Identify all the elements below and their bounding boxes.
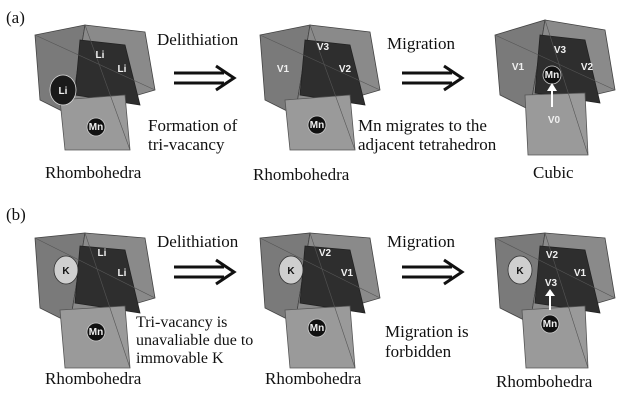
- atom-a2-bottom-label: Mn: [310, 120, 324, 131]
- atom-a1-bottom-label: Mn: [89, 122, 103, 133]
- atom-b1-bottom: [86, 322, 106, 342]
- arrow-a1-note-line2: tri-vacancy: [148, 135, 225, 154]
- arrow-b2-note-line2: forbidden: [385, 342, 452, 361]
- atom-a2-bottom: [307, 115, 327, 135]
- atom-b2-bottom-label: Mn: [310, 323, 324, 334]
- atom-a3-bottom-label: V0: [548, 115, 561, 126]
- arrow-b1-note-line3: immovable K: [136, 350, 224, 367]
- arrow-b1-note-line2: unavaliable due to: [136, 332, 254, 349]
- atom-a1-big: [49, 74, 77, 106]
- arrow-b1-note-line1: Tri-vacancy is: [136, 314, 228, 331]
- caption-b1: Rhombohedra: [45, 369, 142, 388]
- atom-b3-side-label: V1: [574, 268, 587, 279]
- atom-b2-big: [278, 255, 304, 285]
- double-arrow-icon: [402, 258, 465, 286]
- structure-a2: V1 V3 V2 Mn: [259, 24, 381, 151]
- double-arrow-icon: [174, 258, 237, 286]
- atom-a2-big-label: V1: [277, 64, 290, 75]
- arrow-b1-label: Delithiation: [157, 232, 239, 251]
- caption-a1: Rhombohedra: [45, 163, 142, 182]
- arrow-a1-label: Delithiation: [157, 30, 239, 49]
- atom-b2-top-label: V2: [319, 248, 332, 259]
- atom-a1-side-label: Li: [118, 64, 127, 75]
- caption-b2: Rhombohedra: [265, 369, 362, 388]
- double-arrow-icon: [402, 64, 465, 92]
- atom-a3-top-label: V3: [554, 45, 567, 56]
- atom-a1-top-label: Li: [96, 50, 105, 61]
- caption-b3: Rhombohedra: [496, 372, 593, 391]
- atom-b3-bottom-label: Mn: [543, 319, 557, 330]
- atom-a3-side-label: V2: [581, 62, 594, 73]
- arrow-a1-note-line1: Formation of: [148, 116, 238, 135]
- atom-a3-mid-label: Mn: [545, 70, 559, 81]
- atom-b2-side-label: V1: [341, 268, 354, 279]
- atom-b3-big-label: K: [516, 266, 524, 277]
- panel-b-label: (b): [6, 205, 26, 224]
- atom-a1-bottom: [86, 117, 106, 137]
- atom-a2-top-label: V3: [317, 42, 330, 53]
- arrow-b2-label: Migration: [387, 232, 455, 251]
- atom-b3-mid-label: V3: [545, 278, 558, 289]
- atom-b1-side-label: Li: [118, 268, 127, 279]
- caption-a2: Rhombohedra: [253, 165, 350, 184]
- structure-a1: Li Li Li Mn: [34, 24, 156, 151]
- atom-b1-big-label: K: [62, 266, 70, 277]
- atom-b2-big-label: K: [287, 266, 295, 277]
- arrow-b2-note-line1: Migration is: [385, 322, 469, 341]
- arrow-a2-note-line2: adjacent tetrahedron: [358, 135, 497, 154]
- structure-b3: K V2 V1 V3 Mn: [494, 232, 616, 369]
- arrow-a2-label: Migration: [387, 34, 455, 53]
- atom-b1-top-label: Li: [98, 248, 107, 259]
- structure-a3: V1 V3 V2 Mn V0: [494, 19, 616, 156]
- atom-a1-big-label: Li: [59, 86, 68, 97]
- caption-a3: Cubic: [533, 163, 574, 182]
- atom-b3-big: [507, 255, 533, 285]
- atom-b3-top-label: V2: [546, 250, 559, 261]
- double-arrow-icon: [174, 64, 237, 92]
- atom-b2-bottom: [307, 318, 327, 338]
- atom-a3-big-label: V1: [512, 62, 525, 73]
- arrow-a2-note-line1: Mn migrates to the: [358, 116, 487, 135]
- atom-b1-bottom-label: Mn: [89, 327, 103, 338]
- structure-b1: K Li Li Mn: [34, 232, 156, 369]
- atom-a2-side-label: V2: [339, 64, 352, 75]
- atom-b1-big: [53, 255, 79, 285]
- atom-b3-bottom: [540, 314, 560, 334]
- panel-a-label: (a): [6, 8, 25, 27]
- structure-b2: K V2 V1 Mn: [259, 232, 381, 369]
